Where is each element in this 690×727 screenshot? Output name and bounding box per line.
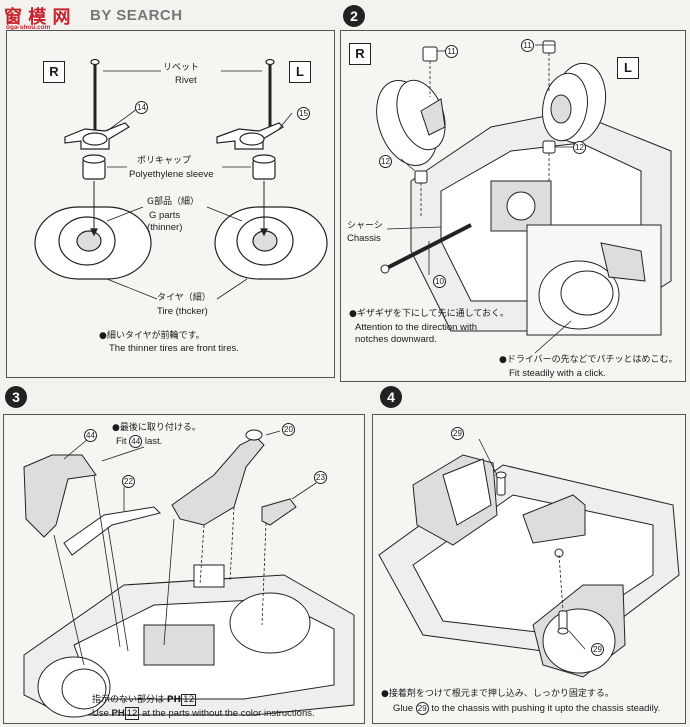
- step3-bottom-en-pre: Use: [92, 708, 109, 719]
- step4-note-en: Glue 29 to the chassis with pushing it u…: [393, 702, 660, 715]
- watermark-url: oga-shou.com: [6, 24, 51, 31]
- step1-tire-jp: タイヤ（細）: [157, 293, 211, 303]
- step3-note-en: Fit 44 last.: [116, 435, 162, 448]
- step2-part-11a: 11: [445, 45, 458, 58]
- step4-note-part: 29: [415, 702, 429, 715]
- step3-note-en-pre: Fit: [116, 436, 127, 448]
- step3-note-en-post: last.: [144, 436, 163, 448]
- step3-bottom-jp-code: PH: [166, 695, 182, 705]
- step3-note-jp: ●最後に取り付ける。: [112, 423, 201, 433]
- step4-note-jp: ●接着剤をつけて根元まで押し込み、しっかり固定する。: [381, 689, 614, 699]
- step2-note2-jp: ●ドライバーの先などでパチッとはめこむ。: [499, 355, 678, 365]
- step3-part-20: 20: [282, 423, 295, 436]
- step3-part-22: 22: [122, 475, 135, 488]
- step1-part-14: 14: [135, 101, 148, 114]
- step1-panel: 1 R L リベット Rivet 14 15 ポリキャップ Polyethyle…: [6, 30, 335, 378]
- step4-part-29a: 29: [451, 427, 464, 440]
- step3-drawing: [23, 429, 355, 718]
- step4-part-29b: 29: [591, 643, 604, 656]
- step3-part-23: 23: [314, 471, 327, 484]
- step2-chassis-en: Chassis: [347, 233, 381, 244]
- step1-tire-en: Tire (thcker): [157, 306, 208, 317]
- step2-note1-jp: ●ギザギザを下にして先に通しておく。: [349, 309, 510, 319]
- step4-number: 4: [380, 386, 402, 408]
- step2-note1-en: Attention to the direction with: [355, 322, 477, 333]
- step2-part-12b: 12: [573, 141, 586, 154]
- step3-note-part: 44: [129, 435, 143, 448]
- step2-side-r: R: [349, 43, 371, 65]
- step2-note1-en2: notches downward.: [355, 334, 437, 345]
- step1-drawing: [34, 58, 328, 300]
- step3-bottom-en-num: 12: [124, 707, 140, 720]
- step1-side-l: L: [289, 61, 311, 83]
- step3-part-44: 44: [84, 429, 97, 442]
- step2-part-12a: 12: [379, 155, 392, 168]
- step1-gparts-en2: (thinner): [147, 222, 183, 233]
- step4-note-en-pre: Glue: [393, 703, 414, 715]
- step4-panel: 29 29 ●接着剤をつけて根元まで押し込み、しっかり固定する。 Glue 29…: [372, 414, 686, 724]
- step3-panel: 44 22 20 23 ●最後に取り付ける。 Fit 44 last. 指示のな…: [3, 414, 365, 724]
- step3-bottom-en-post: at the parts without the color instructi…: [141, 708, 315, 719]
- step2-chassis-jp: シャーシ: [347, 221, 383, 231]
- step1-note-jp: ●細いタイヤが前輪です。: [99, 331, 205, 341]
- step1-gparts-jp: G部品（細）: [147, 197, 199, 207]
- step2-drawing: [376, 40, 672, 354]
- watermark-cn: 窗 模 网: [4, 7, 71, 28]
- step1-side-r: R: [43, 61, 65, 83]
- step4-drawing: [378, 438, 680, 678]
- step1-part-15: 15: [297, 107, 310, 120]
- step2-part-10: 10: [433, 275, 446, 288]
- step3-bottom-jp-text: 指示のない部分は: [92, 695, 165, 705]
- step2-number: 2: [343, 5, 365, 27]
- step3-bottom-jp-num: 12: [181, 694, 197, 706]
- step3-bottom-en-code: PH: [111, 708, 125, 719]
- step1-rivet-en: Rivet: [175, 75, 197, 86]
- step2-side-l: L: [617, 57, 639, 79]
- step1-gparts-en: G parts: [149, 210, 181, 221]
- step1-sleeve-jp: ポリキャップ: [137, 156, 192, 166]
- watermark-logo: 窗 模 网 BY SEARCH oga-shou.com: [4, 3, 204, 31]
- step4-note-en-post: to the chassis with pushing it upto the …: [431, 703, 661, 715]
- watermark-en: BY SEARCH: [90, 7, 183, 24]
- step1-sleeve-en: Polyethylene sleeve: [129, 169, 214, 180]
- step2-part-11b: 11: [521, 39, 534, 52]
- step1-note-en: The thinner tires are front tires.: [109, 343, 239, 354]
- step3-number: 3: [5, 386, 27, 408]
- step2-panel: R L 11 11 12 12 10 シャーシ Chassis ●ギザギザを下に…: [340, 30, 686, 382]
- step2-note2-en: Fit steadily with a click.: [509, 368, 606, 379]
- step1-rivet-jp: リベット: [163, 63, 200, 73]
